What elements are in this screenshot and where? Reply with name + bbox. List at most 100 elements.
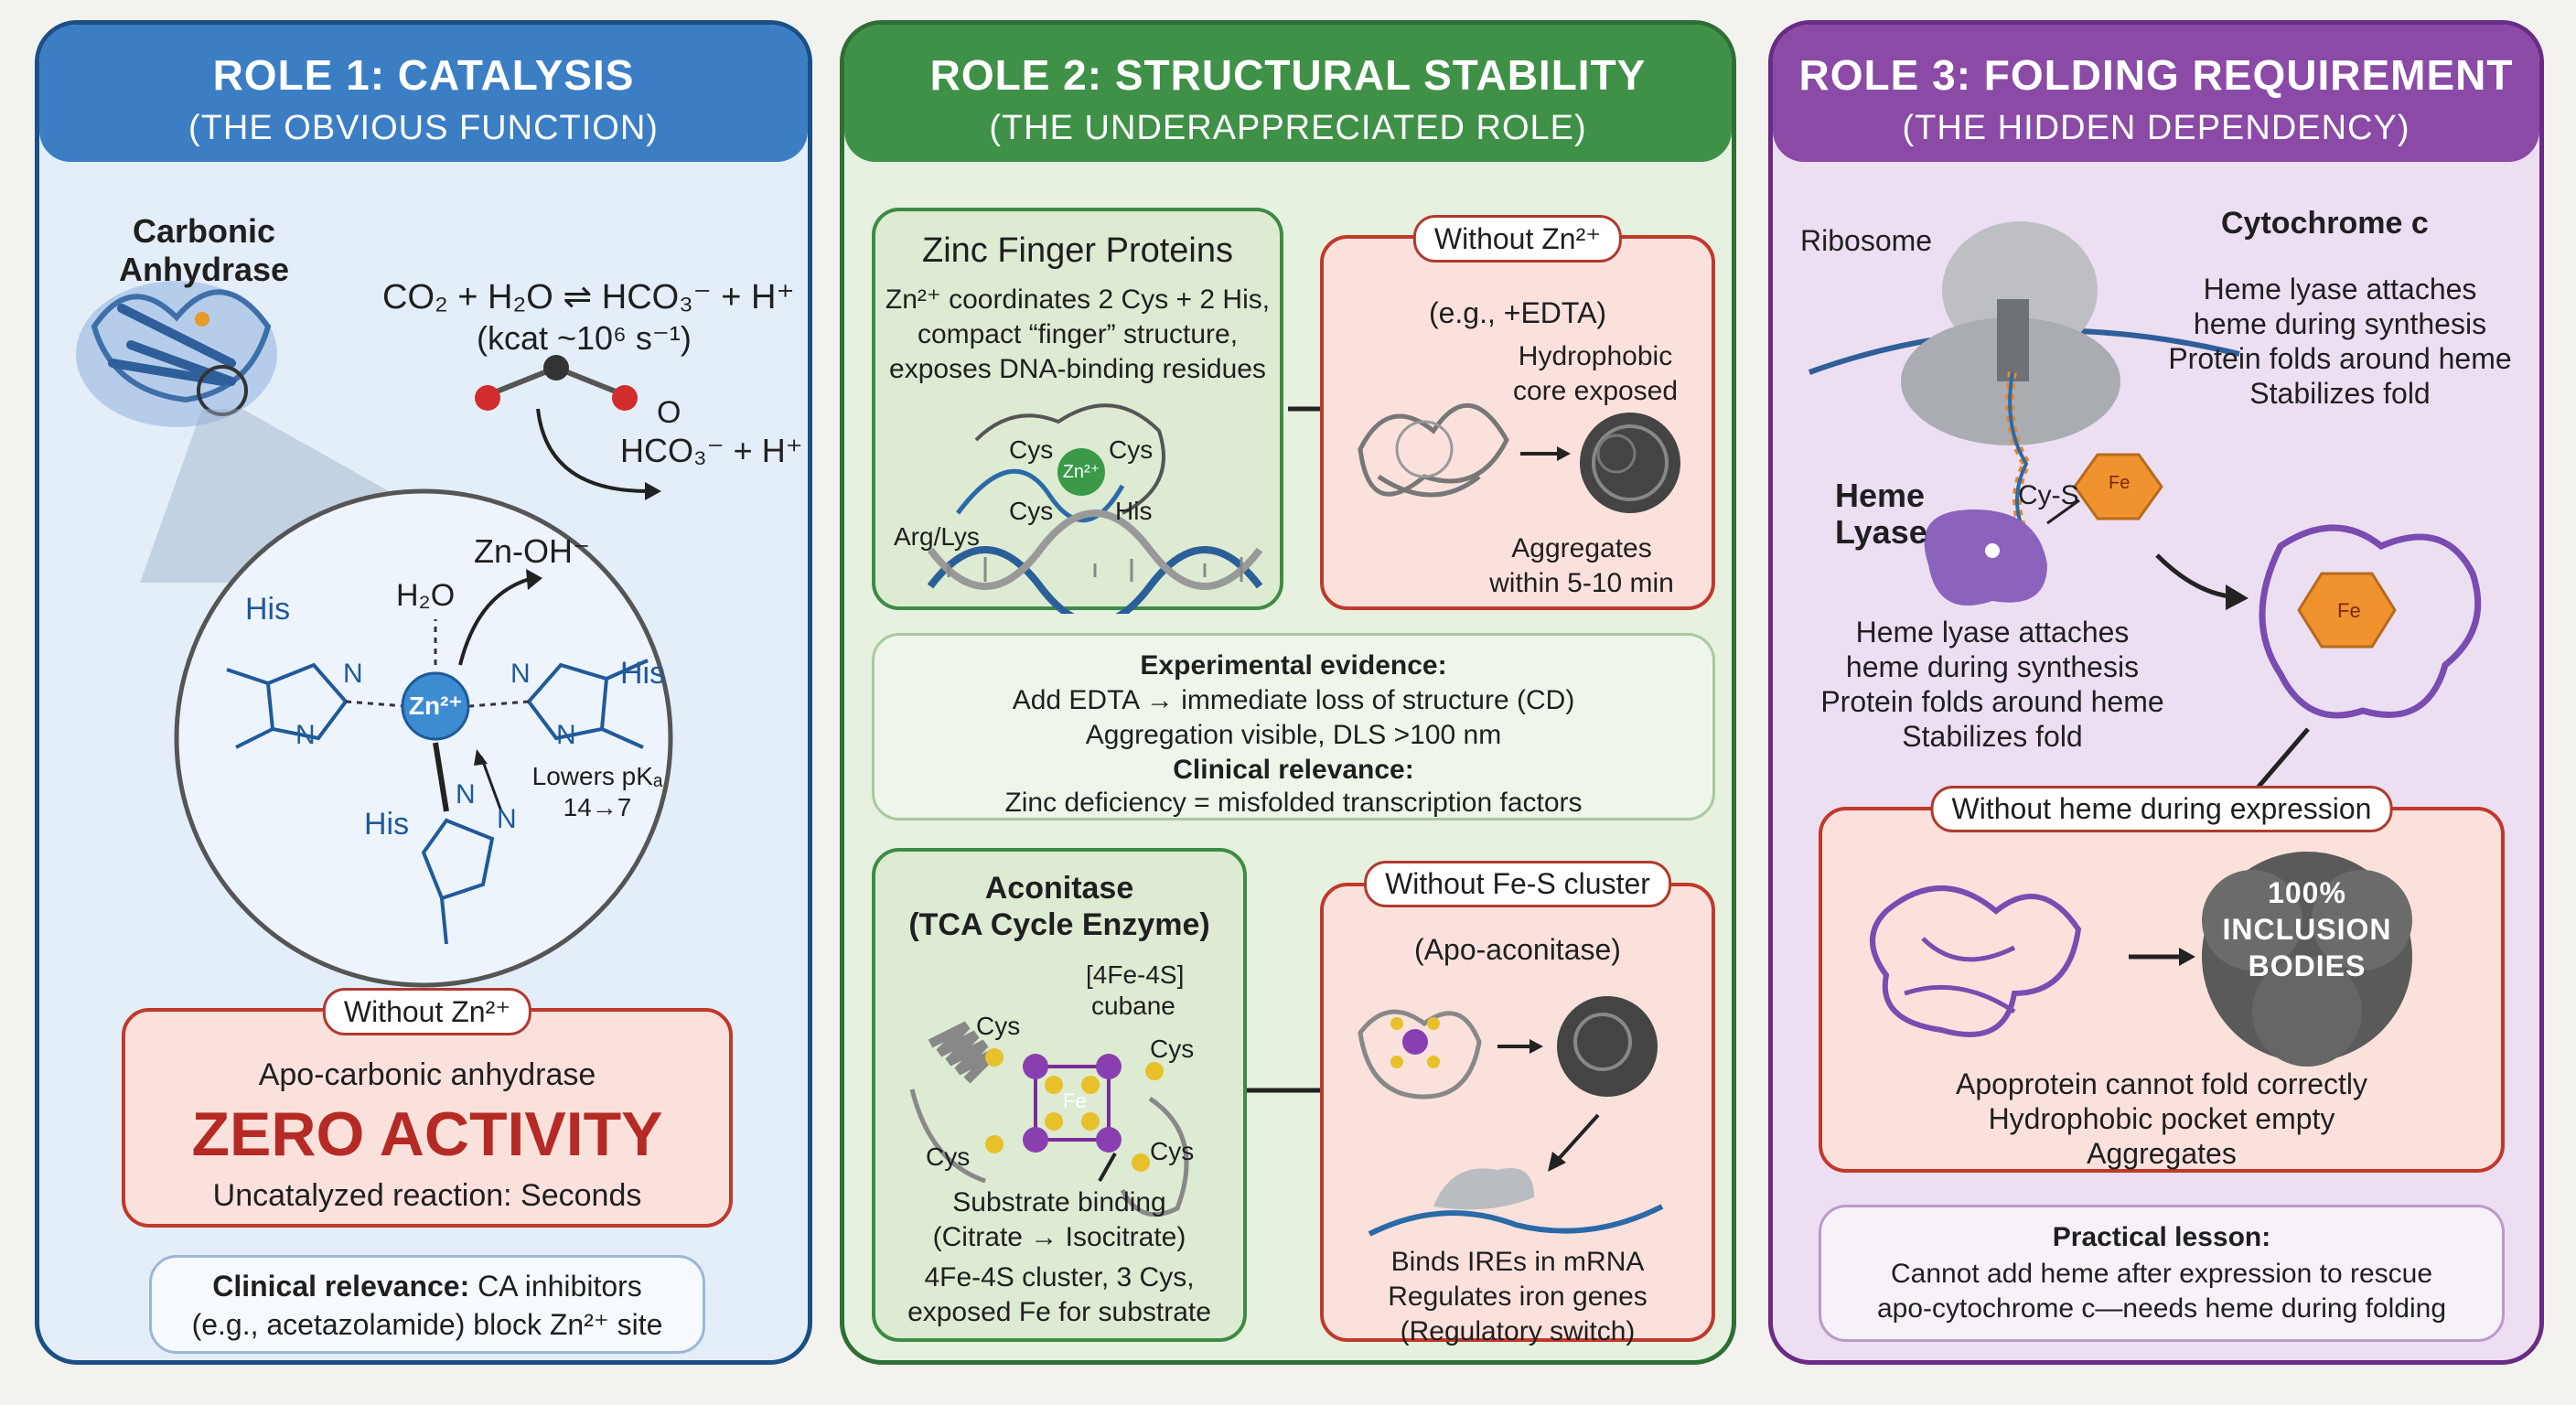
- acon-title: Aconitase (TCA Cycle Enzyme): [875, 870, 1243, 943]
- pka-line-1: Lowers pKₐ: [531, 762, 663, 790]
- clinical-title: Clinical relevance:: [1173, 755, 1414, 785]
- zf-his: His: [1115, 497, 1153, 525]
- aconitase-box: Aconitase (TCA Cycle Enzyme) [4Fe-4S] cu…: [872, 848, 1247, 1342]
- role3-header: ROLE 3: FOLDING REQUIREMENT (THE HIDDEN …: [1773, 25, 2539, 162]
- apo-text-2: Hydrophobic pocket empty: [1988, 1102, 2335, 1135]
- aconitase-icon: [909, 1021, 1189, 1217]
- top-text-4: Stabilizes fold: [2249, 377, 2431, 410]
- cubane-1: [4Fe-4S]: [1086, 960, 1185, 989]
- role1-panel: ROLE 1: CATALYSIS (THE OBVIOUS FUNCTION): [35, 20, 812, 1365]
- role1-illustration: [76, 281, 673, 988]
- aggr-line-2: within 5-10 min: [1489, 568, 1674, 598]
- without-zn-structural-box: (e.g., +EDTA) Hydrophobic core exposed A…: [1320, 235, 1715, 610]
- protein-name: Carbonic Anhydrase: [118, 212, 290, 288]
- without-heme-box: 100% INCLUSION BODIES Apoprotein cannot …: [1819, 807, 2505, 1173]
- acon-desc-4: exposed Fe for substrate: [907, 1297, 1211, 1327]
- ire-2: Regulates iron genes: [1388, 1282, 1648, 1312]
- top-text-1: Heme lyase attaches: [2203, 273, 2477, 306]
- cytc-label: Cytochrome c: [2221, 206, 2429, 241]
- zinc-finger-icon: [927, 403, 1263, 614]
- ribosome-label: Ribosome: [1800, 224, 1933, 257]
- clinical-line-2: (e.g., acetazolamide) block Zn²⁺ site: [191, 1308, 663, 1341]
- clinical-box: Clinical relevance: CA inhibitors (e.g.,…: [149, 1255, 705, 1354]
- water-label: H₂O: [396, 578, 456, 613]
- lesson-title: Practical lesson:: [2052, 1222, 2271, 1252]
- pka-note: Lowers pKₐ 14→7: [524, 761, 671, 823]
- nofes-pill: Without Fe-S cluster: [1364, 861, 1671, 907]
- aggr-label: Aggregates within 5-10 min: [1461, 531, 1702, 601]
- mid-text: Heme lyase attaches heme during synthesi…: [1800, 615, 2184, 754]
- without-zn-pill: Without Zn²⁺: [322, 988, 532, 1035]
- zf-desc: Zn²⁺ coordinates 2 Cys + 2 His, compact …: [875, 283, 1280, 387]
- without-fes-box: (Apo-aconitase) Binds IREs in mRNA Regul…: [1320, 883, 1715, 1346]
- ire-1: Binds IREs in mRNA: [1390, 1247, 1645, 1277]
- evidence-box: Experimental evidence: Add EDTA → immedi…: [872, 633, 1715, 820]
- evidence-1: Add EDTA → immediate loss of structure (…: [1012, 685, 1575, 715]
- zf-desc-1: Zn²⁺ coordinates 2 Cys + 2 His,: [885, 284, 1271, 315]
- uncatalyzed-label: Uncatalyzed reaction: Seconds: [212, 1178, 642, 1213]
- zinc-ion: Zn²⁺: [408, 692, 463, 720]
- ire-3: (Regulatory switch): [1400, 1316, 1636, 1346]
- cytc-fe: Fe: [2337, 599, 2361, 622]
- product-label: HCO₃⁻ + H⁺: [620, 432, 803, 469]
- lesson-box: Practical lesson: Cannot add heme after …: [1819, 1205, 2505, 1342]
- role3-illustration: [1808, 221, 2482, 807]
- without-zn-box: Apo-carbonic anhydrase ZERO ACTIVITY Unc…: [122, 1008, 733, 1228]
- role2-panel: ROLE 2: STRUCTURAL STABILITY (THE UNDERA…: [840, 20, 1736, 1365]
- acon-title-2: (TCA Cycle Enzyme): [908, 907, 1210, 942]
- evidence-2: Aggregation visible, DLS >100 nm: [1085, 720, 1502, 750]
- his-label-right: His: [620, 656, 666, 691]
- apo-text-3: Aggregates: [2087, 1137, 2237, 1170]
- apo-aconitase-icon: [1358, 996, 1664, 1237]
- aggr-line-1: Aggregates: [1511, 533, 1652, 563]
- carbonic-anhydrase-structure-icon: [76, 281, 277, 427]
- acon-desc-2: (Citrate → Isocitrate): [932, 1222, 1186, 1252]
- heme-lyase-1: Heme: [1835, 477, 1926, 514]
- inclusion-text: 100% INCLUSION BODIES: [2197, 874, 2417, 984]
- cys-s-label: Cy-S: [2018, 480, 2079, 510]
- his-n-3: N: [510, 659, 531, 689]
- top-text-2: heme during synthesis: [2193, 307, 2487, 340]
- role2-header: ROLE 2: STRUCTURAL STABILITY (THE UNDERA…: [844, 25, 1732, 162]
- role3-panel: ROLE 3: FOLDING REQUIREMENT (THE HIDDEN …: [1768, 20, 2544, 1365]
- inclusion-2: INCLUSION: [2222, 913, 2392, 946]
- nofes-sub: (Apo-aconitase): [1414, 933, 1621, 966]
- hydro-line-1: Hydrophobic: [1518, 341, 1673, 371]
- mid-text-4: Stabilizes fold: [1902, 720, 2083, 753]
- heme-lyase-2: Lyase: [1835, 513, 1927, 551]
- zf-desc-2: compact “finger” structure,: [917, 319, 1239, 349]
- acon-fe: Fe: [1063, 1089, 1087, 1112]
- mid-text-3: Protein folds around heme: [1820, 685, 2164, 718]
- heme-lyase-label: Heme Lyase: [1835, 477, 1927, 551]
- top-text-3: Protein folds around heme: [2168, 342, 2512, 375]
- clinical-bold: Clinical relevance:: [212, 1270, 470, 1303]
- nozn-pill: Without Zn²⁺: [1412, 215, 1623, 263]
- inclusion-3: BODIES: [2248, 949, 2367, 982]
- mid-text-1: Heme lyase attaches: [1855, 616, 2130, 649]
- unfolded-protein-icon: [1358, 403, 1680, 513]
- zf-cys-1: Cys: [1009, 435, 1054, 464]
- clinical-rest: CA inhibitors: [469, 1270, 642, 1303]
- role1-header: ROLE 1: CATALYSIS (THE OBVIOUS FUNCTION): [39, 25, 808, 162]
- zf-zinc: Zn²⁺: [1062, 462, 1100, 482]
- acon-desc-1: Substrate binding: [952, 1187, 1166, 1217]
- his-label-left: His: [245, 592, 291, 627]
- his-n-4: N: [556, 720, 576, 750]
- zf-title: Zinc Finger Proteins: [921, 231, 1233, 270]
- his-label-bottom: His: [364, 807, 410, 842]
- product-oxygen: O: [657, 395, 682, 430]
- mid-text-2: heme during synthesis: [1845, 650, 2140, 683]
- cubane-2: cubane: [1091, 992, 1175, 1020]
- pka-line-2: 14→7: [563, 793, 632, 821]
- without-heme-pill: Without heme during expression: [1930, 786, 2393, 832]
- zero-activity: ZERO ACTIVITY: [191, 1099, 663, 1169]
- acon-cys-4: Cys: [1150, 1137, 1195, 1165]
- heme-fe: Fe: [2109, 473, 2131, 493]
- zn-oh-label: Zn-OH⁻: [474, 532, 591, 570]
- cubane-label: [4Fe-4S] cubane: [1086, 960, 1184, 1022]
- acon-cys-1: Cys: [976, 1012, 1021, 1040]
- inclusion-body-icon: [1870, 852, 2412, 1067]
- his-n-5: N: [456, 779, 476, 810]
- lesson-2: apo-cytochrome c—needs heme during foldi…: [1876, 1293, 2447, 1324]
- role3-title: ROLE 3: FOLDING REQUIREMENT: [1798, 51, 2514, 99]
